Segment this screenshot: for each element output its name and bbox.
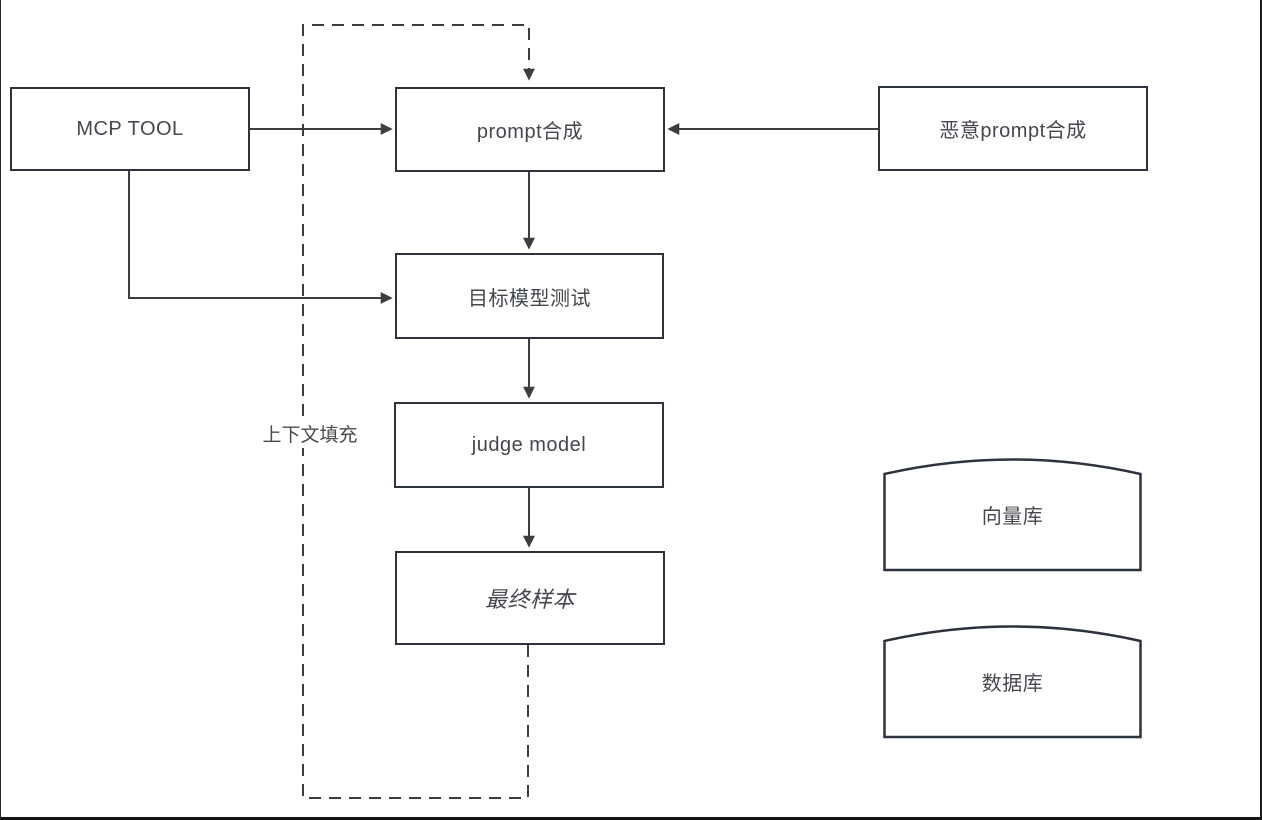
- node-final-sample-label: 最终样本: [484, 587, 575, 612]
- node-mcp-tool-label: MCP TOOL: [76, 117, 184, 140]
- edge-mcp-to-target: [128, 171, 393, 304]
- node-malicious-prompt-synthesis[interactable]: 恶意prompt合成: [878, 86, 1148, 171]
- node-final-sample[interactable]: 最终样本: [395, 551, 665, 645]
- node-vector-store-label: 向量库: [981, 506, 1044, 528]
- node-prompt-synthesis-label: prompt合成: [476, 121, 584, 143]
- node-target-model-test[interactable]: 目标模型测试: [395, 253, 664, 339]
- edge-final-feedback-to-prompt: [302, 24, 535, 799]
- stored-data-shape-icon: [883, 458, 1142, 572]
- node-judge-model[interactable]: judge model: [394, 402, 664, 488]
- node-database[interactable]: 数据库: [883, 624, 1142, 739]
- node-mcp-tool[interactable]: MCP TOOL: [10, 87, 250, 171]
- edge-label-context-fill[interactable]: 上下文填充: [252, 419, 368, 448]
- node-vector-store[interactable]: 向量库: [883, 457, 1142, 572]
- stored-data-shape-icon: [883, 625, 1142, 739]
- node-malicious-prompt-synthesis-label: 恶意prompt合成: [939, 120, 1087, 142]
- node-target-model-test-label: 目标模型测试: [468, 287, 591, 310]
- node-prompt-synthesis[interactable]: prompt合成: [395, 87, 665, 172]
- node-database-label: 数据库: [981, 673, 1044, 695]
- node-judge-model-label: judge model: [471, 433, 587, 456]
